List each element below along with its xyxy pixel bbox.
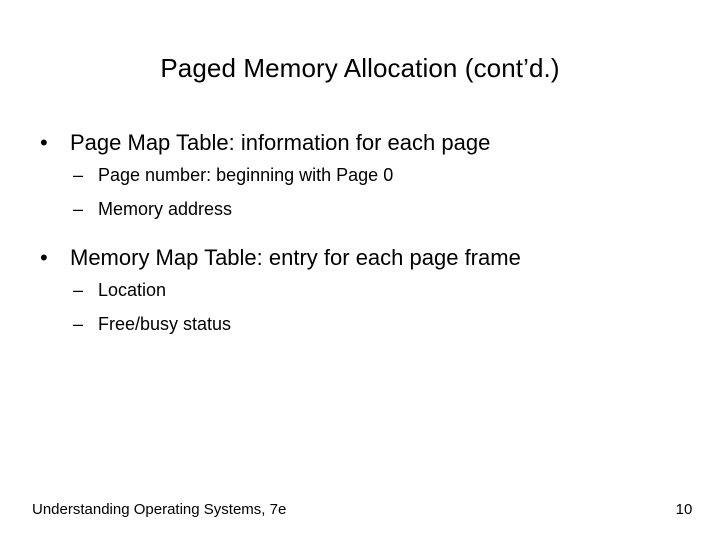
bullet-level2: – Memory address [32,197,688,222]
footer-source-text: Understanding Operating Systems, 7e [32,501,287,518]
sub-bullet-list: – Page number: beginning with Page 0 – M… [32,163,688,222]
page-title: Paged Memory Allocation (cont’d.) [160,53,560,83]
bullet-level2: – Location [32,278,688,303]
bullet-group: • Memory Map Table: entry for each page … [32,243,688,337]
sub-bullet-list: – Location – Free/busy status [32,278,688,337]
bullet-level1-label: Page Map Table: information for each pag… [70,130,491,155]
bullet-level2-label: Free/busy status [98,314,232,334]
bullet-dash-icon: – [73,280,84,300]
bullet-level2-label: Memory address [98,199,233,219]
bullet-level1: • Memory Map Table: entry for each page … [32,243,688,273]
bullet-level1: • Page Map Table: information for each p… [32,128,688,158]
bullet-level2-label: Page number: beginning with Page 0 [98,165,394,185]
slide-body: • Page Map Table: information for each p… [32,128,688,337]
bullet-dash-icon: – [73,314,84,334]
bullet-level2-label: Location [98,280,167,300]
bullet-level2: – Free/busy status [32,312,688,337]
bullet-group: • Page Map Table: information for each p… [32,128,688,222]
bullet-level1-label: Memory Map Table: entry for each page fr… [70,245,521,270]
bullet-dash-icon: – [73,199,84,219]
bullet-level2: – Page number: beginning with Page 0 [32,163,688,188]
footer-page-number: 10 [675,501,693,518]
bullet-dash-icon: – [73,165,84,185]
bullet-dot-icon: • [40,130,48,155]
slide-footer: Understanding Operating Systems, 7e 10 [0,492,720,540]
bullet-dot-icon: • [40,245,48,270]
